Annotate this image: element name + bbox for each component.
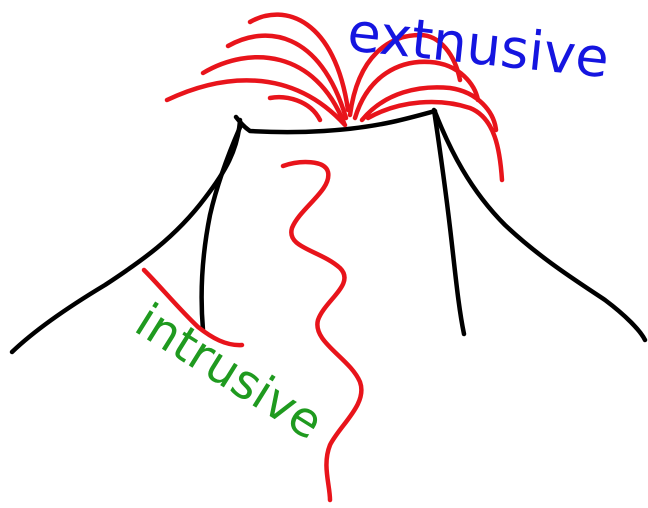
eruption-arc	[250, 15, 348, 110]
volcano-left-inner-wall	[202, 125, 241, 330]
magma	[144, 15, 502, 500]
volcano-right-outer-slope	[435, 112, 645, 340]
intrusive-label: intrusive	[126, 293, 333, 451]
magma-conduit	[283, 162, 361, 500]
volcano-outline	[12, 110, 645, 352]
